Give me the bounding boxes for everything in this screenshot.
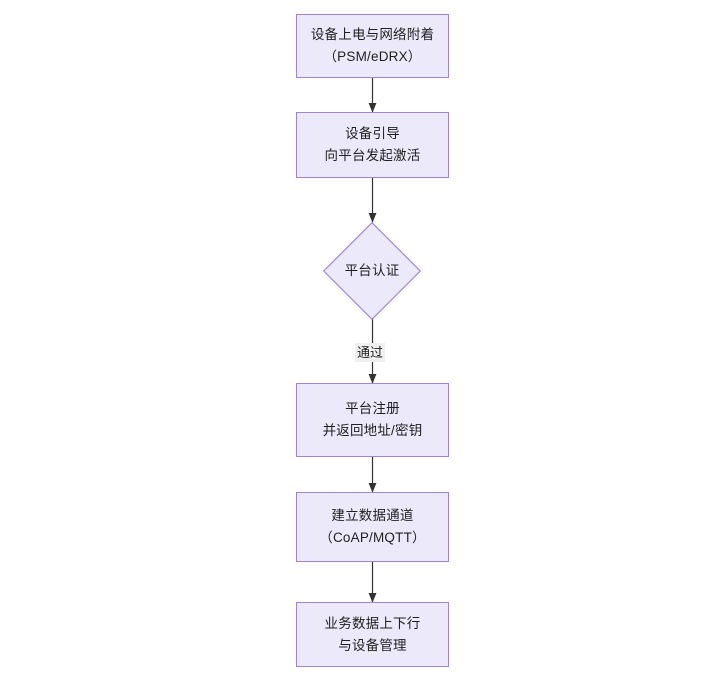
node-power-on-label: 设备上电与网络附着 （PSM/eDRX） [310, 27, 435, 64]
node-platform-register-label: 平台注册 并返回地址/密钥 [322, 401, 423, 438]
node-bootstrap[interactable]: 设备引导 向平台发起激活 [296, 112, 449, 178]
diamond-shape-icon [323, 222, 421, 320]
edge-label-pass: 通过 [355, 343, 386, 362]
node-business-data-label: 业务数据上下行 与设备管理 [324, 615, 421, 653]
node-platform-auth-label: 平台认证 [344, 263, 400, 278]
node-power-on[interactable]: 设备上电与网络附着 （PSM/eDRX） [296, 14, 449, 78]
node-data-channel-label: 建立数据通道 （CoAP/MQTT） [319, 508, 426, 545]
node-business-data[interactable]: 业务数据上下行 与设备管理 [296, 602, 449, 667]
node-data-channel[interactable]: 建立数据通道 （CoAP/MQTT） [296, 492, 449, 562]
node-platform-register[interactable]: 平台注册 并返回地址/密钥 [296, 383, 449, 457]
node-bootstrap-label: 设备引导 向平台发起激活 [324, 126, 421, 163]
node-platform-auth[interactable]: 平台认证 [323, 222, 421, 320]
